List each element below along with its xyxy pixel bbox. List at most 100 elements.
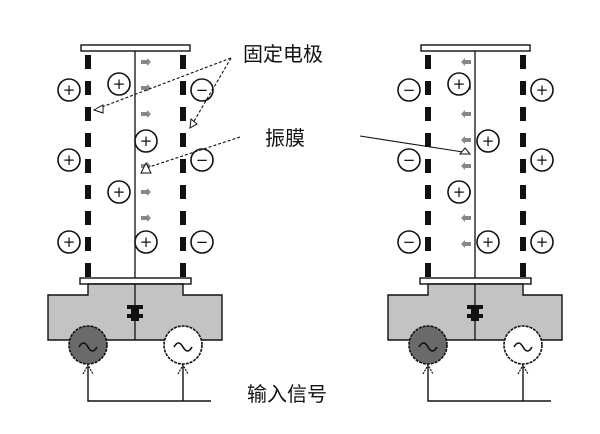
generator-circle — [68, 325, 108, 365]
left-electrode-segment — [85, 107, 91, 121]
generator-circle — [408, 325, 448, 365]
diaphragm-charge: + — [447, 180, 471, 204]
force-arrow-icon — [461, 162, 471, 170]
charge-circle — [134, 129, 158, 153]
diaphragm-charge: + — [107, 72, 131, 96]
signal-arrow-icon — [82, 363, 94, 375]
left-electrode-charge: − — [397, 78, 421, 102]
right-electrode-segment — [520, 263, 526, 277]
left-electrode-segment — [425, 133, 431, 147]
signal-arrow-icon — [422, 363, 434, 375]
sine-wave-icon — [173, 342, 193, 352]
minus-sign: − — [196, 233, 209, 251]
charge-circle — [57, 148, 81, 172]
charge-circle — [447, 180, 471, 204]
plus-sign: + — [453, 183, 466, 201]
plus-sign: + — [63, 151, 76, 169]
diaphragm-charge: + — [447, 72, 471, 96]
left-electrode-segment — [85, 81, 91, 95]
plus-sign: + — [113, 183, 126, 201]
force-arrow-icon — [461, 110, 471, 118]
right-electrode-segment — [180, 81, 186, 95]
left-electrode-charge: − — [397, 230, 421, 254]
ac-generator-light — [163, 325, 203, 365]
diaphragm-pointer — [359, 135, 464, 153]
force-arrow-icon — [141, 58, 151, 66]
pointer-arrowhead-icon — [92, 104, 104, 114]
right-electrode-segment — [180, 133, 186, 147]
left-electrode-segment — [85, 55, 91, 69]
left-electrode-segment — [425, 263, 431, 277]
force-arrow-icon — [461, 136, 471, 144]
right-electrode-charge: + — [530, 78, 554, 102]
left-electrode-segment — [85, 263, 91, 277]
charge-circle — [476, 230, 500, 254]
force-arrow-icon — [461, 214, 471, 222]
left-electrode-segment — [425, 211, 431, 225]
charge-circle — [190, 230, 214, 254]
right-electrode-segment — [520, 159, 526, 173]
left-electrode-segment — [85, 237, 91, 251]
plus-sign: + — [113, 75, 126, 93]
charge-circle — [190, 78, 214, 102]
right-electrode-segment — [180, 237, 186, 251]
right-electrode-charge: − — [190, 230, 214, 254]
right-electrode-segment — [180, 263, 186, 277]
force-arrow-icon — [141, 110, 151, 118]
top-cap — [420, 44, 531, 52]
right-electrode-segment — [520, 55, 526, 69]
bottom-cap — [419, 277, 532, 285]
plus-sign: + — [453, 75, 466, 93]
fixed-electrode-label: 固定电极 — [243, 42, 323, 66]
charge-circle — [530, 230, 554, 254]
capacitor-body — [471, 305, 479, 321]
pointer-arrowhead-icon — [189, 118, 198, 129]
generator-circle — [163, 325, 203, 365]
plus-sign: + — [63, 81, 76, 99]
force-arrow-icon — [141, 84, 151, 92]
plus-sign: + — [140, 132, 153, 150]
charge-circle — [447, 72, 471, 96]
ac-generator-dark — [68, 325, 108, 365]
minus-sign: − — [403, 81, 416, 99]
left-electrode-charge: + — [57, 148, 81, 172]
charge-circle — [397, 148, 421, 172]
right-electrode-charge: + — [530, 148, 554, 172]
left-electrode-segment — [425, 81, 431, 95]
charge-circle — [476, 129, 500, 153]
right-electrode-segment — [520, 81, 526, 95]
sine-wave-icon — [78, 342, 98, 352]
right-electrode-segment — [520, 185, 526, 199]
left-electrode-segment — [85, 185, 91, 199]
top-cap — [80, 44, 191, 52]
right-electrode-charge: − — [190, 148, 214, 172]
generator-circle — [503, 325, 543, 365]
diaphragm-charge: + — [476, 129, 500, 153]
capacitor-body — [131, 305, 139, 321]
right-electrode-segment — [520, 237, 526, 251]
charge-circle — [57, 78, 81, 102]
diaphragm-charge: + — [107, 180, 131, 204]
left-electrode-segment — [85, 159, 91, 173]
left-electrode-segment — [85, 211, 91, 225]
force-arrow-icon — [461, 58, 471, 66]
charge-circle — [530, 148, 554, 172]
plus-sign: + — [482, 233, 495, 251]
left-electrode-segment — [425, 107, 431, 121]
plus-sign: + — [140, 233, 153, 251]
diaphragm-charge: + — [476, 230, 500, 254]
input-wire — [87, 366, 211, 402]
minus-sign: − — [196, 151, 209, 169]
left-electrode-segment — [425, 159, 431, 173]
charge-circle — [134, 230, 158, 254]
diaphragm-pointer — [145, 136, 241, 169]
pointer-arrowhead-icon — [140, 161, 152, 174]
force-arrow-icon — [141, 188, 151, 196]
left-electrode-charge: + — [57, 230, 81, 254]
left-electrode-segment — [425, 55, 431, 69]
left-electrode-segment — [425, 237, 431, 251]
diaphragm-label: 振膜 — [265, 126, 305, 150]
plus-sign: + — [536, 233, 549, 251]
minus-sign: − — [403, 233, 416, 251]
